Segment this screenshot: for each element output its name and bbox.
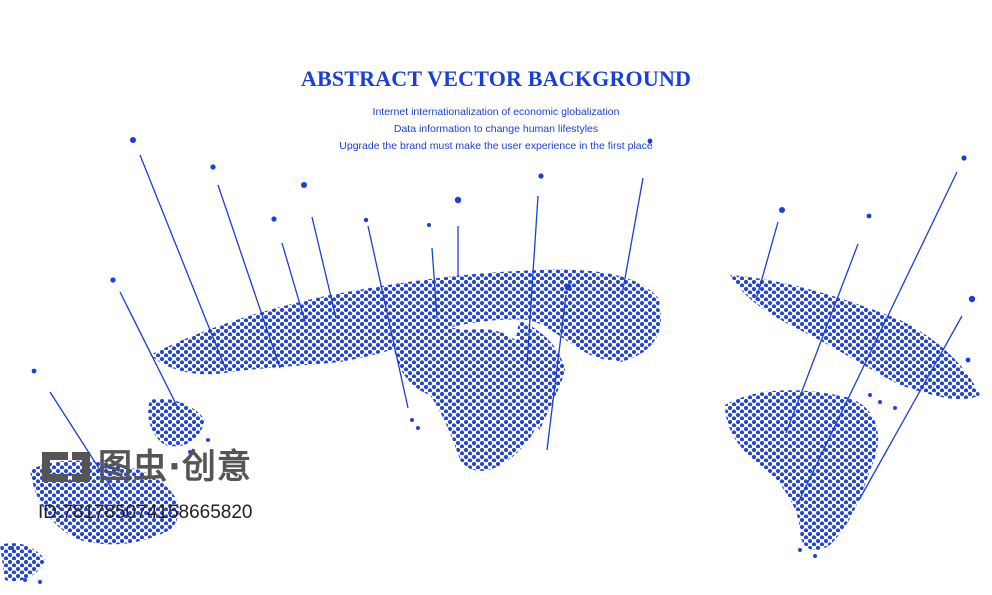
tuchong-logo-icon	[42, 452, 90, 482]
watermark-id-text: ID:781785074158665820	[38, 502, 253, 523]
subtitle-line-3: Upgrade the brand must make the user exp…	[339, 140, 653, 152]
subtitle-line-2: Data information to change human lifesty…	[393, 123, 599, 135]
watermark-brand-text: 图虫·创意	[98, 447, 252, 487]
connector-lines	[49, 154, 963, 506]
subtitle-line-1: Internet internationalization of economi…	[372, 106, 620, 118]
continent-dot-map	[0, 269, 980, 582]
scatter-dots	[10, 393, 897, 584]
poster-title: ABSTRACT VECTOR BACKGROUND	[300, 66, 692, 91]
connector-nodes	[31, 137, 976, 374]
watermark-logo: 图虫·创意	[38, 448, 252, 486]
